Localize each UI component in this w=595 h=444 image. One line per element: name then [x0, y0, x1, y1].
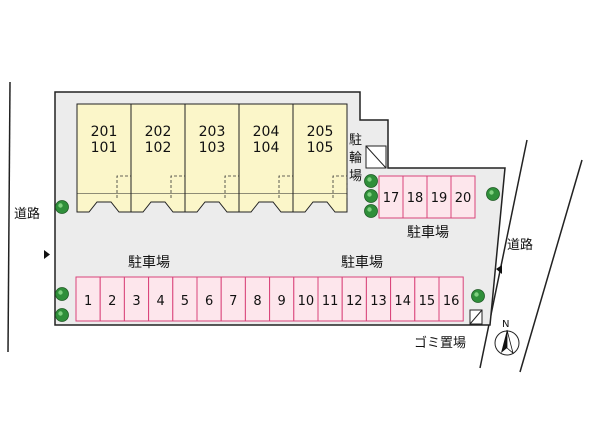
parking-space-number: 6: [205, 294, 213, 309]
parking-space-number: 8: [253, 294, 261, 309]
garbage-label: ゴミ置場: [414, 335, 466, 351]
parking-space-number: 11: [322, 294, 339, 309]
building-unit: [184, 103, 240, 195]
parking-label-left: 駐車場: [128, 254, 170, 271]
trees: [55, 174, 500, 322]
parking-space: [365, 276, 392, 322]
parking-space-number: 3: [132, 294, 140, 309]
bike-parking-diagonal: [365, 145, 387, 169]
unit-number-lower: 101: [91, 140, 118, 156]
parking-space-number: 13: [370, 294, 387, 309]
parking-space-number: 17: [383, 191, 400, 206]
parking-space: [148, 276, 174, 322]
parking-space: [426, 175, 452, 219]
parking-space-number: 14: [394, 294, 411, 309]
parking-row-side: 17 18 19 20: [378, 175, 476, 219]
parking-space-number: 9: [278, 294, 286, 309]
road-arrow-left: [44, 250, 50, 259]
parking-space: [341, 276, 367, 322]
unit-number-lower: 104: [253, 140, 280, 156]
parking-space-number: 2: [108, 294, 116, 309]
tree-highlight: [489, 190, 494, 195]
stair-outline: [332, 175, 348, 198]
tree-highlight: [58, 203, 63, 208]
north-label: N: [502, 319, 509, 330]
road-right-edge-2: [519, 159, 583, 373]
parking-space: [438, 276, 464, 322]
building-unit: [130, 103, 186, 195]
unit-entrance: [184, 194, 240, 213]
parking-label-side: 駐車場: [407, 224, 449, 241]
parking-space: [196, 276, 222, 322]
road-left-edge: [7, 81, 11, 353]
unit-entrance: [238, 194, 294, 213]
parking-space-number: 19: [431, 191, 448, 206]
parking-space-number: 15: [419, 294, 436, 309]
bike-parking-label-3: 場: [349, 169, 362, 184]
parking-space-number: 18: [407, 191, 424, 206]
parking-space: [378, 175, 404, 219]
unit-entrance: [76, 194, 132, 213]
parking-space-number: 5: [181, 294, 189, 309]
road-label-left: 道路: [14, 206, 40, 222]
tree-highlight: [58, 311, 63, 316]
parking-space-number: 7: [229, 294, 237, 309]
parking-label-center: 駐車場: [341, 254, 383, 271]
unit-number-upper: 204: [253, 124, 280, 140]
parking-space: [293, 276, 319, 322]
parking-space: [220, 276, 246, 322]
bike-parking-label-1: 駐: [349, 133, 362, 148]
building-unit: [76, 103, 132, 195]
tree-highlight: [58, 290, 63, 295]
parking-space: [317, 276, 343, 322]
road-arrow-right: [496, 265, 502, 274]
parking-space: [99, 276, 125, 322]
unit-number-lower: 105: [307, 140, 334, 156]
north-compass: N: [494, 319, 520, 356]
road-label-right: 道路: [507, 237, 533, 253]
parking-space-number: 16: [443, 294, 460, 309]
garbage-area-diagonal: [469, 309, 483, 325]
compass-needle-dark: [501, 330, 507, 353]
unit-entrance: [292, 194, 348, 213]
bike-parking-label-2: 輪: [349, 150, 362, 166]
parking-space-number: 10: [298, 294, 315, 309]
unit-number-upper: 203: [199, 124, 226, 140]
road-right-edge-1: [479, 139, 528, 369]
building-unit: [292, 103, 348, 195]
parking-space-number: 4: [157, 294, 165, 309]
tree-highlight: [367, 207, 372, 212]
tree-highlight: [367, 192, 372, 197]
parking-space: [414, 276, 440, 322]
unit-number-upper: 205: [307, 124, 334, 140]
unit-number-lower: 103: [199, 140, 226, 156]
parking-space-number: 20: [455, 191, 472, 206]
parking-space-number: 12: [346, 294, 363, 309]
parking-space: [450, 175, 476, 219]
unit-number-lower: 102: [145, 140, 172, 156]
unit-number-upper: 202: [145, 124, 172, 140]
parking-space-number: 1: [84, 294, 92, 309]
unit-number-upper: 201: [91, 124, 118, 140]
tree-highlight: [367, 177, 372, 182]
parking-space: [390, 276, 416, 322]
unit-entrance: [130, 194, 186, 213]
parking-space: [269, 276, 295, 322]
compass-needle-light: [506, 329, 514, 355]
tree-highlight: [474, 292, 479, 297]
